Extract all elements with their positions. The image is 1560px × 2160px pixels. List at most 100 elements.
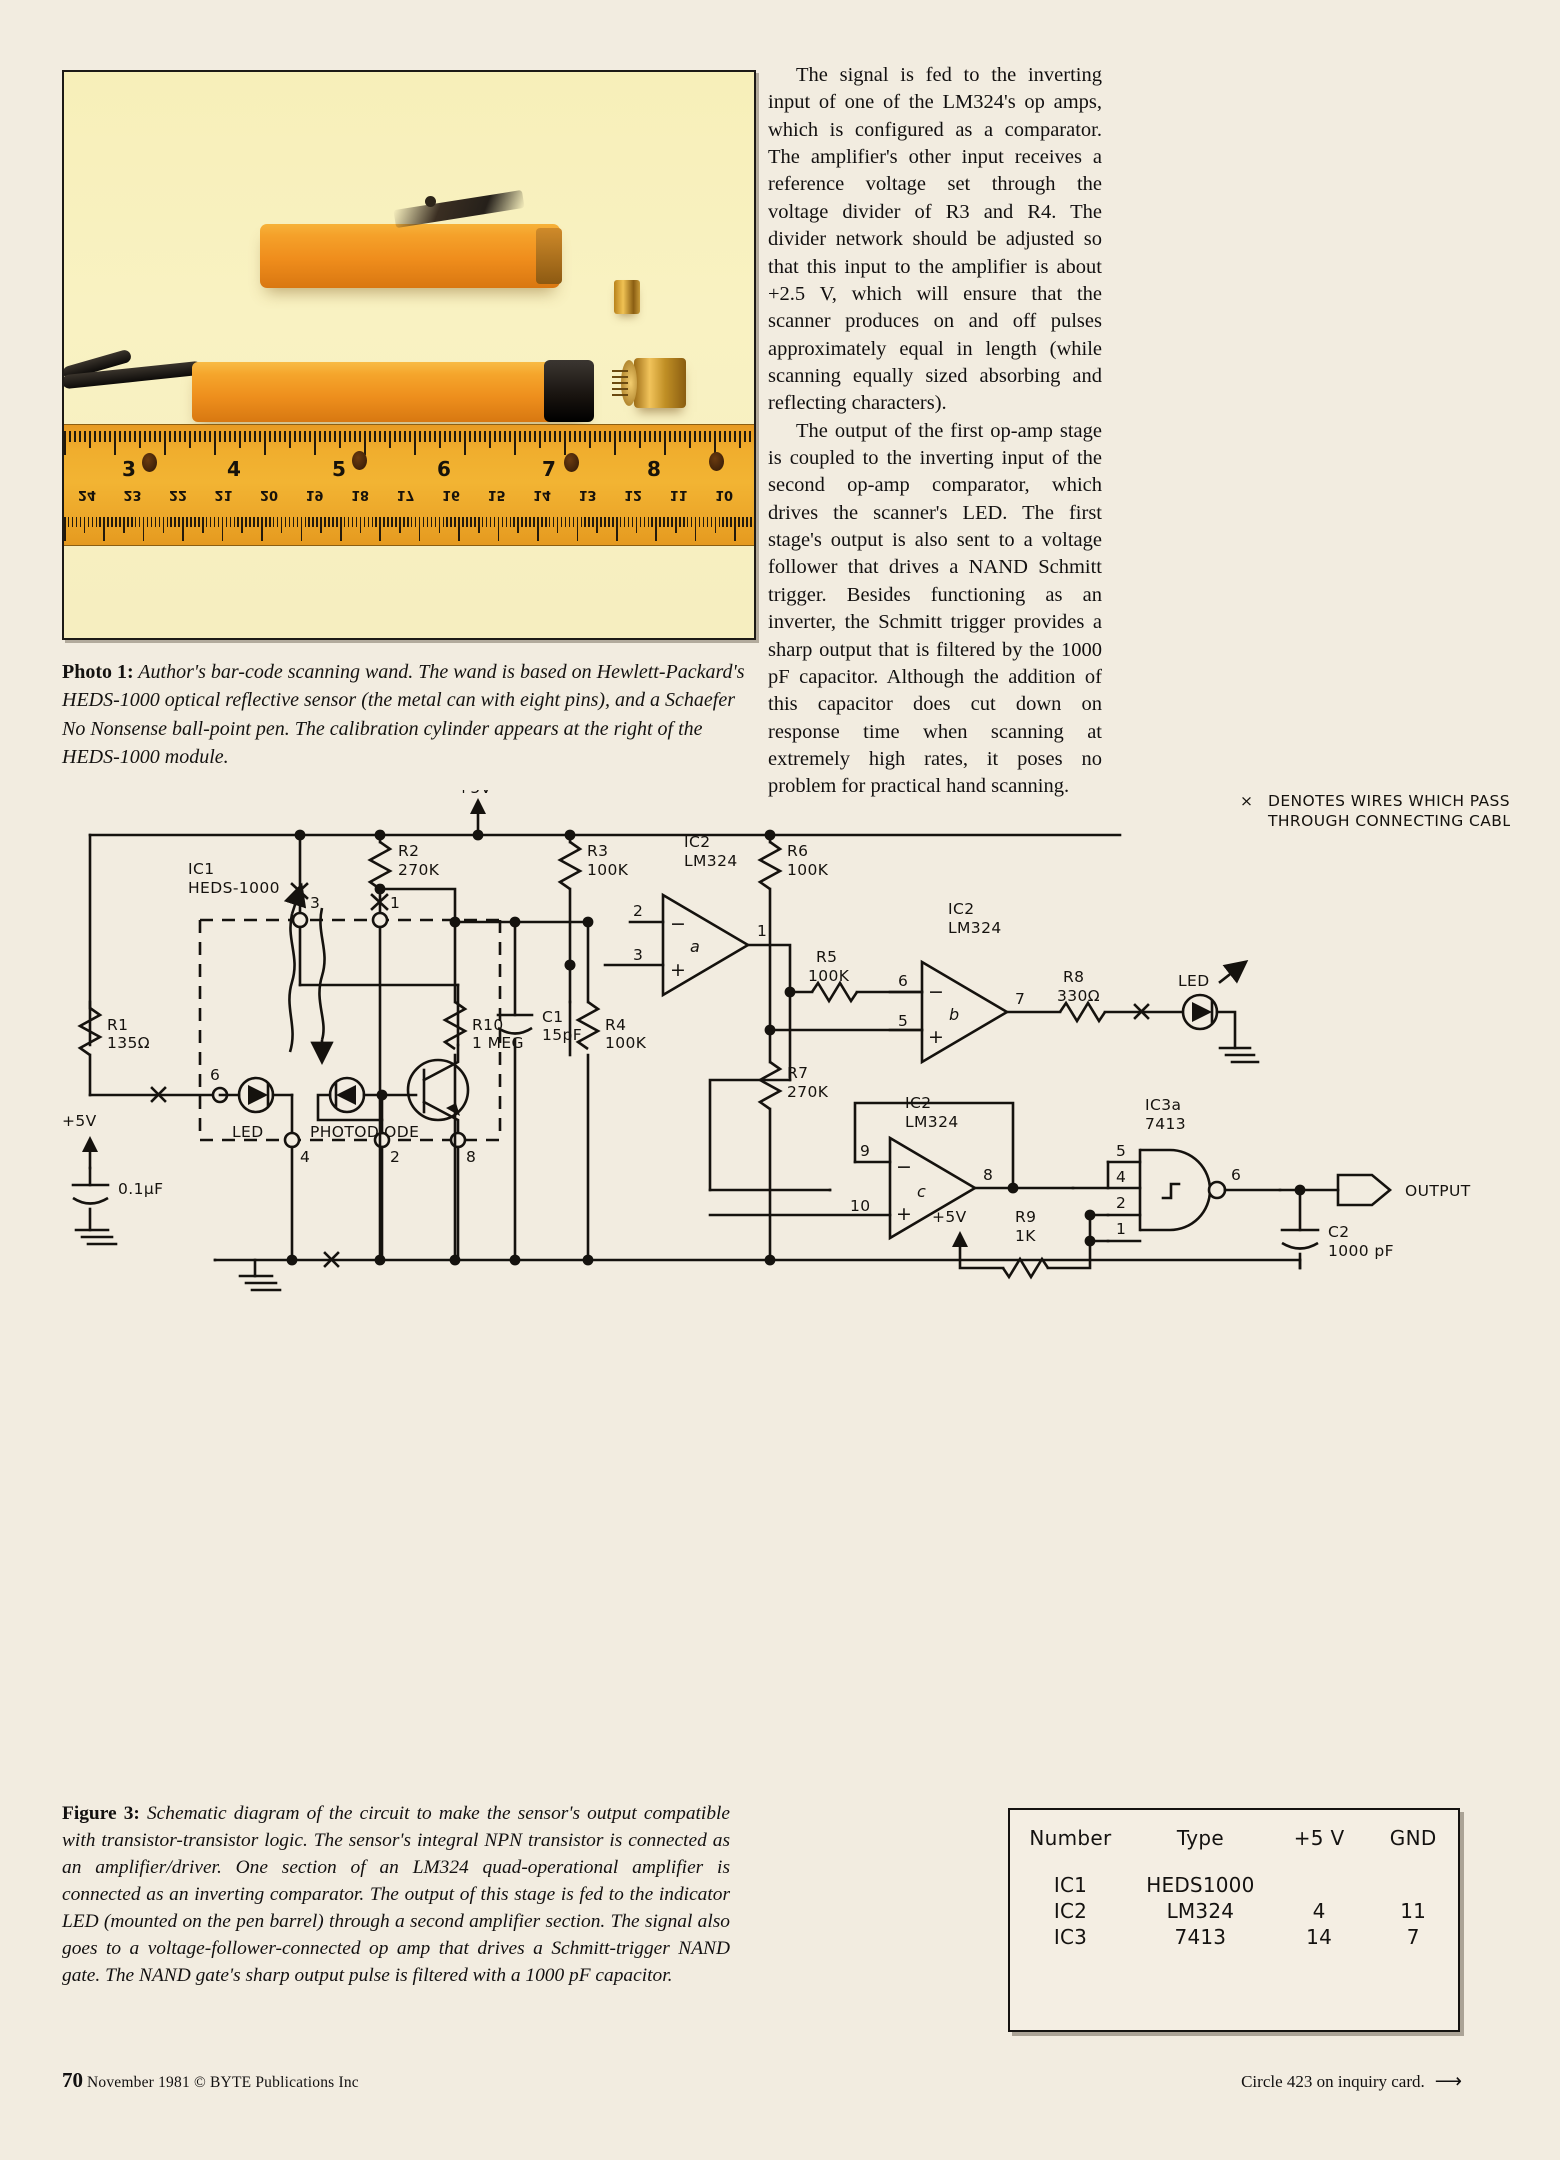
pin-8-heds: 8	[466, 1148, 476, 1166]
r4-value: 100K	[605, 1034, 647, 1052]
svg-text:+: +	[896, 1203, 912, 1225]
pin-nand-out: 6	[1231, 1166, 1241, 1184]
cell-number: IC3	[1053, 1925, 1088, 1949]
page-footer: 70 November 1981 © BYTE Publications Inc…	[62, 2068, 1462, 2093]
ic2b-type: LM324	[948, 919, 1002, 937]
r8-value: 330Ω	[1057, 987, 1100, 1005]
pin-c-out: 8	[983, 1166, 993, 1184]
r5-ref: R5	[816, 948, 837, 966]
r4-ref: R4	[605, 1016, 626, 1034]
ruler-number-top: 6	[437, 457, 451, 481]
r1-ref: R1	[107, 1016, 128, 1034]
r2-value: 270K	[398, 861, 440, 879]
pin-b-plus: 5	[898, 1012, 908, 1030]
figure-3-caption: Figure 3: Schematic diagram of the circu…	[62, 1800, 730, 1989]
cell-number: IC2	[1053, 1899, 1088, 1923]
pin-2-heds: 2	[390, 1148, 400, 1166]
ruler-number-bottom: 15	[487, 487, 506, 502]
svg-text:+: +	[928, 1026, 944, 1048]
table-row: IC2 LM324 4 11	[1010, 1898, 1458, 1924]
pin-nand-1: 1	[1116, 1220, 1126, 1238]
heds-1000-module	[612, 358, 686, 408]
photo-caption: Photo 1: Author's bar-code scanning wand…	[62, 658, 762, 772]
article-body: The signal is fed to the inverting input…	[768, 62, 1102, 801]
figure-caption-text: Schematic diagram of the circuit to make…	[62, 1803, 731, 1987]
r5-value: 100K	[808, 967, 850, 985]
cell-gnd	[1368, 1872, 1458, 1898]
inquiry-card-text: Circle 423 on inquiry card.	[1241, 2072, 1425, 2091]
svg-text:−: −	[896, 1156, 912, 1178]
pin-c-plus: 10	[850, 1197, 871, 1215]
pen-nib	[393, 189, 525, 229]
c2-ref: C2	[1328, 1223, 1349, 1241]
table-header-type: Type	[1176, 1826, 1224, 1850]
c2-value: 1000 pF	[1328, 1242, 1394, 1260]
photodiode-label: PHOTODIODE	[310, 1123, 419, 1141]
ic2a-label: IC2	[684, 833, 710, 851]
r9-value: 1K	[1015, 1227, 1036, 1245]
pin-b-out: 7	[1015, 990, 1025, 1008]
ruler-number-bottom: 17	[396, 487, 415, 502]
ruler-number-bottom: 16	[442, 487, 461, 502]
ic2a-type: LM324	[684, 852, 738, 870]
ic1-label: IC1	[188, 860, 214, 878]
r10-value: 1 MEG	[472, 1034, 524, 1052]
c1-ref: C1	[542, 1008, 563, 1026]
page-number: 70	[62, 2068, 83, 2092]
opamp-section-b: b	[949, 1005, 959, 1024]
figure-caption-label: Figure 3:	[62, 1803, 140, 1824]
calibration-cylinder	[614, 280, 640, 314]
led-sensor-label: LED	[232, 1123, 264, 1141]
cell-type: 7413	[1174, 1925, 1227, 1949]
footer-inquiry-card: Circle 423 on inquiry card. ⟶	[1241, 2070, 1462, 2093]
ruler-screw-hole	[142, 453, 157, 472]
ic2b-label: IC2	[948, 900, 974, 918]
supply-label-top: +5V	[457, 790, 492, 797]
arrow-right-icon: ⟶	[1434, 2071, 1462, 2092]
wand-barrel-top	[260, 224, 562, 288]
cell-type: LM324	[1166, 1899, 1235, 1923]
body-paragraph-1: The signal is fed to the inverting input…	[768, 64, 1102, 415]
wand-barrel-assembled	[192, 362, 590, 422]
ruler-screw-hole	[709, 452, 724, 471]
cell-v5: 4	[1312, 1899, 1326, 1923]
ruler-screw-hole	[352, 451, 367, 470]
cable-note-line-1: DENOTES WIRES WHICH PASS	[1268, 792, 1510, 810]
r6-value: 100K	[787, 861, 829, 879]
ruler-number-top: 4	[227, 457, 241, 481]
r1-value: 135Ω	[107, 1034, 150, 1052]
pen-nib-tip	[425, 196, 436, 207]
pin-a-minus: 2	[633, 902, 643, 920]
r10-ref: R10	[472, 1016, 504, 1034]
ruler-number-bottom: 12	[624, 487, 643, 502]
cable-note-symbol: ×	[1240, 792, 1253, 810]
cable-note-line-2: THROUGH CONNECTING CABLE	[1267, 812, 1510, 830]
ruler-ticks-top	[64, 431, 754, 457]
r3-ref: R3	[587, 842, 608, 860]
ic-reference-table: Number Type +5 V GND IC1 HEDS1000 IC2 LM…	[1008, 1808, 1460, 2032]
ruler-number-bottom: 10	[715, 487, 734, 502]
r2-ref: R2	[398, 842, 419, 860]
pin-b-minus: 6	[898, 972, 908, 990]
table-header-row: Number Type +5 V GND	[1010, 1810, 1458, 1872]
table-row: IC3 7413 14 7	[1010, 1924, 1458, 1950]
r7-ref: R7	[787, 1064, 808, 1082]
pin-a-out: 1	[757, 922, 767, 940]
ruler-number-top: 7	[542, 457, 556, 481]
ruler-screw-hole	[564, 453, 579, 472]
ruler-number-top: 5	[332, 457, 346, 481]
svg-text:+: +	[670, 959, 686, 981]
svg-text:−: −	[670, 913, 686, 935]
pin-nand-5: 5	[1116, 1142, 1126, 1160]
figure-3-schematic: .w{stroke:#15120e;stroke-width:2.6;fill:…	[60, 790, 1510, 1300]
c1-value: 15pF	[542, 1026, 582, 1044]
ic3a-type: 7413	[1145, 1115, 1186, 1133]
ruler-number-bottom: 24	[78, 487, 97, 502]
module-pins	[612, 368, 630, 398]
r7-value: 270K	[787, 1083, 829, 1101]
pin-3-heds: 3	[310, 894, 320, 912]
ruler-number-bottom: 22	[169, 487, 188, 502]
r9-ref: R9	[1015, 1208, 1036, 1226]
